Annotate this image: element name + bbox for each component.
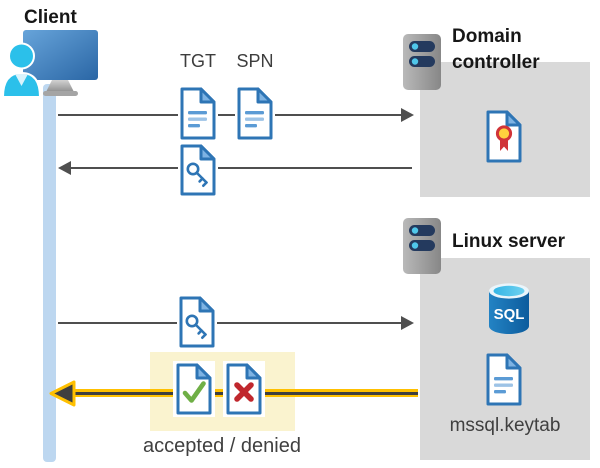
check-document-icon bbox=[173, 361, 215, 417]
arrow-client-to-linux-line bbox=[58, 322, 403, 324]
result-caption: accepted / denied bbox=[143, 435, 301, 457]
server-rack-icon bbox=[403, 34, 441, 90]
linux-server-title: Linux server bbox=[452, 231, 565, 252]
spn-label: SPN bbox=[236, 51, 274, 71]
client-lifeline bbox=[43, 84, 56, 462]
keytab-document-icon bbox=[486, 353, 522, 406]
tgt-ticket-document-icon bbox=[178, 86, 218, 141]
x-document-icon bbox=[223, 361, 265, 417]
arrow-dc-to-client-head bbox=[58, 161, 71, 175]
server-rack-icon bbox=[403, 218, 441, 274]
spn-ticket-document-icon bbox=[235, 86, 275, 141]
certificate-document-icon bbox=[486, 110, 522, 163]
arrow-result-head bbox=[49, 380, 76, 407]
sql-database-icon: SQL bbox=[489, 283, 529, 334]
arrow-client-to-dc-line bbox=[58, 114, 403, 116]
client-monitor-user-icon bbox=[2, 30, 98, 98]
arrow-client-to-linux-head bbox=[401, 316, 414, 330]
domain-controller-title: Domain controller bbox=[452, 26, 540, 73]
key-document-icon bbox=[178, 143, 218, 197]
sql-badge-text: SQL bbox=[494, 306, 525, 323]
key-document-icon bbox=[177, 295, 217, 349]
keytab-filename: mssql.keytab bbox=[449, 415, 561, 436]
client-title: Client bbox=[24, 7, 77, 28]
arrow-client-to-dc-head bbox=[401, 108, 414, 122]
tgt-label: TGT bbox=[180, 51, 216, 71]
arrow-dc-to-client-line bbox=[69, 167, 412, 169]
